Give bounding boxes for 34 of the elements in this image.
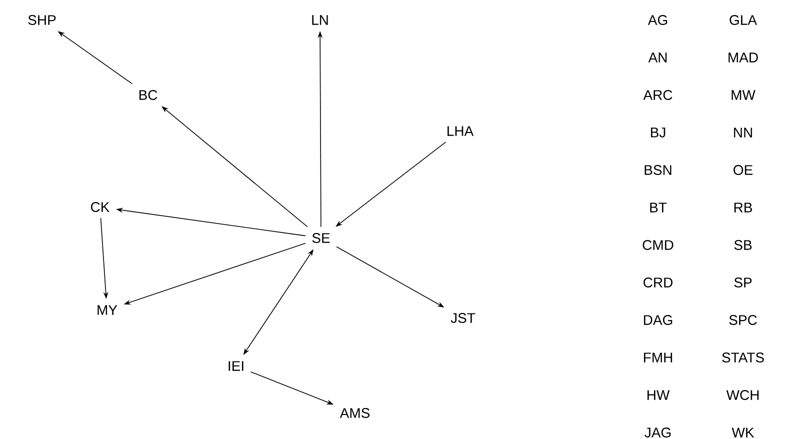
- node-label: BC: [139, 90, 158, 100]
- list-item: BSN: [644, 165, 672, 175]
- list-item: DAG: [644, 315, 672, 325]
- list-item: NN: [734, 128, 752, 138]
- list-item: SP: [734, 278, 752, 288]
- node-label: CK: [90, 202, 110, 212]
- list-item: HW: [648, 390, 670, 400]
- node-label: AMS: [340, 408, 370, 418]
- node-label: SHP: [28, 15, 56, 25]
- list-item: SPC: [729, 315, 757, 325]
- list-item: OE: [734, 165, 753, 175]
- list-item: CRD: [644, 278, 672, 288]
- list-item: FMH: [644, 352, 672, 362]
- list-item: AG: [648, 15, 668, 25]
- list-item: AN: [648, 52, 667, 62]
- list-item: WCH: [726, 390, 759, 400]
- list-item: BT: [650, 202, 667, 212]
- list-item: SB: [734, 240, 752, 250]
- node-label: JST: [450, 313, 476, 323]
- node-label: LN: [312, 15, 328, 25]
- list-item: JAG: [644, 428, 671, 438]
- node-label: MY: [98, 305, 118, 315]
- list-item: GLA: [730, 15, 757, 25]
- list-item: WK: [732, 428, 754, 438]
- list-item: RB: [734, 202, 752, 212]
- list-item: STATS: [722, 352, 764, 362]
- list-item: CMD: [642, 240, 674, 250]
- node-label: IEI: [228, 361, 244, 371]
- list-item: MAD: [728, 52, 758, 62]
- list-item: ARC: [643, 90, 672, 100]
- list-item: MW: [732, 90, 756, 100]
- node-label: LHA: [448, 126, 474, 136]
- list-item: BJ: [650, 128, 666, 138]
- node-label: SE: [312, 233, 330, 243]
